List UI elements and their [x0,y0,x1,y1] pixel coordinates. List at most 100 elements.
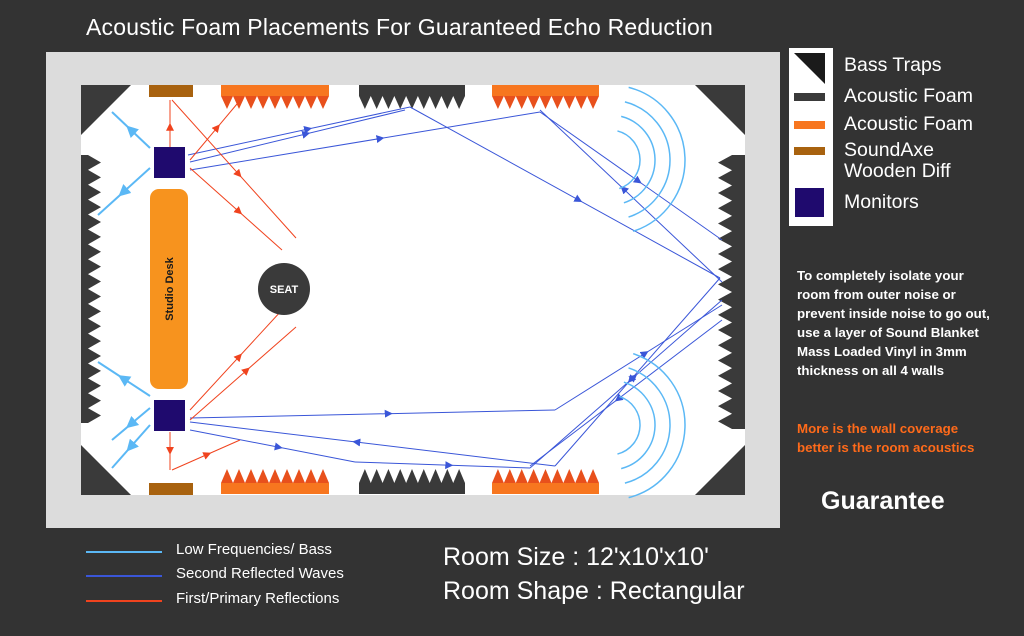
bass-trap-top-right [695,85,745,135]
legend-label-first-reflection: First/Primary Reflections [176,590,340,607]
foam-top-orange-left-spike [245,96,257,109]
foam-left-wall-spike [88,408,101,423]
foam-bottom-orange-right-spike [539,469,552,483]
legend-row-low-freq: Low Frequencies/ Bass [86,540,426,564]
low-freq-arrow-2 [97,167,151,216]
foam-bottom-orange-right-spike [587,469,599,483]
foam-left-wall-spike [88,289,101,304]
legend-label-soundaxe-1: SoundAxe [844,139,934,161]
foam-top-orange-right-spike [539,96,552,109]
foam-bottom-orange-right [492,469,599,494]
seat [258,263,310,315]
foam-bottom-orange-right-spike [575,469,588,483]
low-freq-arrow-3 [111,407,151,441]
foam-bottom-orange-right-spike [563,469,576,483]
bass-trap-icon [794,53,825,84]
sound-wave-top-right [617,86,686,233]
legend-row-first-reflection: First/Primary Reflections [86,589,426,613]
foam-top-orange-right-spike [503,96,516,109]
first-reflection-ray-5 [189,326,297,421]
second-reflection-line-icon [86,575,162,577]
foam-bottom-orange-right-base [492,483,599,494]
sound-wave-top-right-arc [628,86,686,233]
room-shape: Room Shape : Rectangular [443,577,745,605]
foam-bottom-orange-left-spike [269,469,281,483]
foam-right-wall-spike [718,307,732,323]
bass-trap-top-left [81,85,131,135]
sound-wave-bottom-right-arc [624,367,671,484]
soundaxe-wood-icon [794,147,825,155]
foam-bottom-orange-right-spike [492,469,504,483]
foam-bottom-orange-left-spike [281,469,293,483]
second-reflection-ray-2-segment [539,111,723,241]
foam-left-wall-spike [88,318,101,334]
second-reflection-ray-3-segment [189,109,406,163]
sound-wave-bottom-right-arc [621,381,656,470]
foam-bottom-dark-center-spike [429,469,442,483]
foam-top-orange-left-spike [269,96,281,109]
second-reflection-ray-1-segment [189,421,556,467]
foam-bottom-dark-center-base [359,483,465,494]
room-info: Room Size : 12'x10'x10' Room Shape : Rec… [443,540,745,608]
second-reflection-ray-5-segment [529,299,723,469]
legend-materials: Bass Traps Acoustic Foam Acoustic Foam S… [789,48,1017,226]
foam-right-wall-spike [718,155,732,171]
foam-bottom-orange-left-spike [305,469,317,483]
isolation-note: To completely isolate your room from out… [797,268,990,378]
foam-bottom-orange-left-spike [245,469,257,483]
sound-wave-top-right-arc [624,101,671,218]
sound-wave-bottom-right-arc [628,352,686,499]
foam-top-orange-left-spike [221,96,233,109]
foam-right-wall-spike [718,368,732,384]
foam-top-dark-center [359,85,465,109]
foam-bottom-dark-center [359,469,465,494]
foam-top-orange-left-spike [317,96,329,109]
studio-desk [150,189,188,389]
foam-left-wall-spike [88,214,101,230]
low-freq-line-icon [86,551,162,553]
acoustic-foam-dark-icon [794,93,825,101]
sound-wave-bottom-right-arc [617,395,641,455]
low-freq-arrow-4 [97,361,151,397]
second-reflection-ray-7-segment [189,409,556,419]
foam-bottom-orange-left [221,469,329,494]
second-reflection-ray-1-segment [409,106,721,279]
foam-bottom-dark-center-spike [370,469,383,483]
foam-left-wall-spike [88,363,101,379]
foam-top-orange-right-spike [515,96,528,109]
foam-bottom-orange-left-spike [221,469,233,483]
foam-bottom-orange-left-spike [257,469,269,483]
first-reflection-ray-3 [171,99,297,239]
foam-left-wall-spike [88,393,101,409]
monitor-top [154,147,185,178]
foam-right-wall-spike [718,200,732,216]
first-reflection-ray-8 [171,439,241,471]
foam-right-wall-spike [718,413,732,429]
foam-bottom-orange-right-spike [527,469,540,483]
legend-label-soundaxe-2: Wooden Diff [844,160,951,182]
soundaxe-top [149,85,193,97]
monitor-bottom [154,400,185,431]
bass-trap-bottom-left [81,445,131,495]
foam-top-orange-left-spike [281,96,293,109]
foam-top-orange-left-spike [293,96,305,109]
foam-right-wall-spike [718,322,732,338]
foam-right-wall-spike [718,398,732,414]
foam-top-dark-center-spike [382,96,395,109]
foam-left-wall-spike [88,229,101,245]
legend-row-second-reflection: Second Reflected Waves [86,564,426,588]
foam-left-wall-spike [88,333,101,349]
foam-bottom-dark-center-spike [394,469,407,483]
legend-label-foam-orange: Acoustic Foam [844,113,973,135]
foam-bottom-orange-left-base [221,483,329,494]
room-floor [81,85,745,495]
foam-bottom-orange-left-spike [233,469,245,483]
legend-label-low-freq: Low Frequencies/ Bass [176,541,332,558]
foam-top-orange-right-spike [551,96,564,109]
foam-right-wall-base [732,155,745,429]
foam-top-orange-left-spike [305,96,317,109]
second-reflection-ray-1-segment [187,106,411,156]
foam-right-wall-spike [718,185,732,201]
foam-right-wall-spike [718,261,732,277]
foam-bottom-dark-center-spike [359,469,371,483]
